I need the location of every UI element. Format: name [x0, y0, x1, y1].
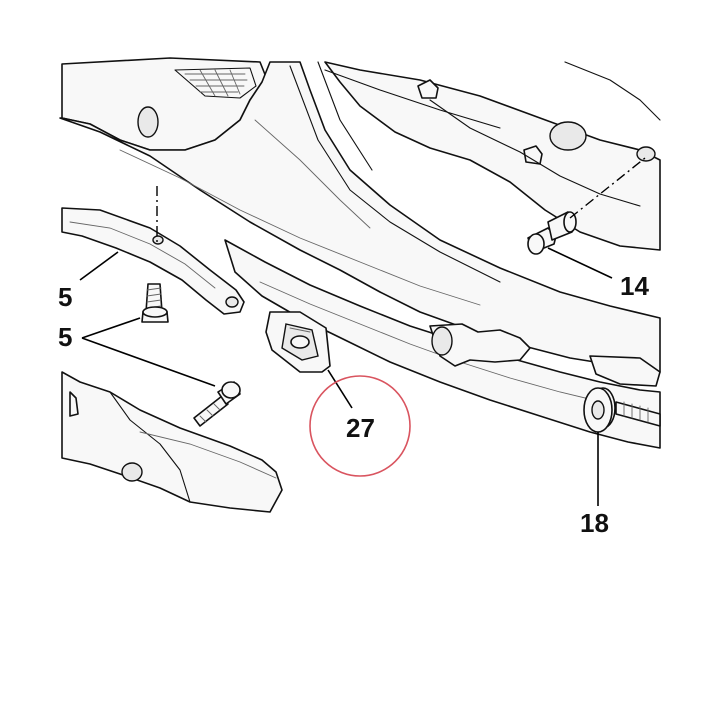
upper-right-panel: [324, 61, 661, 251]
stud-bolt: [583, 387, 661, 433]
clip-plate: [265, 311, 331, 373]
leader-14: [547, 247, 613, 279]
clip-14-axis: [569, 157, 646, 219]
leader-5-upper: [79, 251, 119, 281]
lower-rail: [224, 239, 661, 449]
main-body-rail: [59, 61, 661, 373]
screw-upper: [141, 283, 169, 323]
callout-27: 27: [346, 413, 375, 443]
callout-18: 18: [580, 508, 609, 538]
screw-lower: [193, 381, 241, 427]
left-bracket: [61, 207, 245, 315]
callout-5-upper: 5: [58, 282, 72, 312]
callout-14: 14: [620, 271, 649, 301]
callout-27-highlight: [309, 375, 411, 477]
callout-5-lower: 5: [58, 322, 72, 352]
lower-left-trim: [61, 371, 283, 513]
leader-27: [327, 369, 353, 409]
leader-5-lower: [81, 317, 216, 387]
push-pin-clip: [527, 211, 577, 255]
